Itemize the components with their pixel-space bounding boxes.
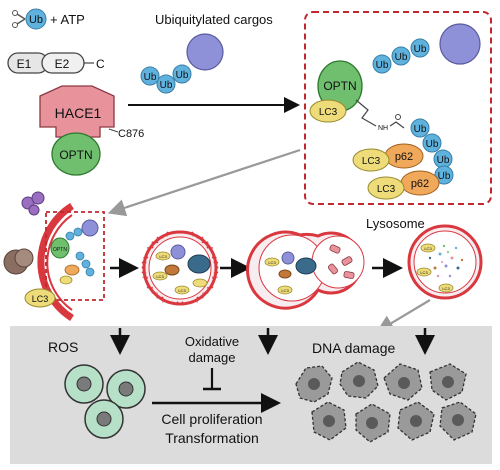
inset-lc3-3: [367, 176, 405, 200]
ubiquitylated-cargo: Ubiquitylated cargos Ub Ub Ub: [140, 12, 273, 94]
ub-atp-legend: Ub + ATP: [12, 8, 85, 30]
svg-text:LC3: LC3: [159, 254, 167, 259]
svg-text:Ub: Ub: [414, 44, 427, 55]
mitochondrion-icon: [187, 254, 211, 274]
svg-text:Ub: Ub: [438, 171, 451, 182]
svg-text:Ub: Ub: [144, 72, 157, 83]
phagophore-lc3: [24, 288, 56, 308]
c876-label: C876: [118, 128, 144, 140]
cell-proliferation-label: Cell proliferation: [161, 411, 262, 427]
ub-legend-label: Ub: [29, 14, 43, 26]
ros-label: ROS: [48, 339, 78, 355]
e2-cysteine-label: C: [96, 57, 105, 71]
autolysosome: Lysosome LC3 LC3: [246, 216, 425, 310]
phagophore: OPTN LC3: [3, 191, 105, 321]
svg-text:OPTN: OPTN: [323, 79, 356, 93]
svg-text:LC3: LC3: [420, 270, 428, 275]
svg-text:LC3: LC3: [442, 286, 450, 291]
svg-text:LC3: LC3: [32, 294, 49, 304]
oxidative-label-1: Oxidative: [185, 334, 239, 349]
autophagosome: LC3 LC3 LC3: [141, 229, 219, 307]
svg-text:Ub: Ub: [376, 60, 389, 71]
cargo-ub-1: [172, 64, 192, 84]
svg-text:OPTN: OPTN: [53, 247, 67, 253]
optn-shape: [51, 132, 101, 176]
transformation-label: Transformation: [165, 430, 259, 446]
nh-label: NH: [378, 125, 388, 132]
svg-text:LC3: LC3: [178, 288, 186, 293]
inset-lc3-2: [352, 148, 390, 172]
svg-text:LC3: LC3: [268, 260, 276, 265]
svg-text:Ub: Ub: [426, 139, 439, 150]
hace1-label: HACE1: [55, 105, 102, 121]
e2-label: E2: [55, 57, 70, 71]
zoom-arrow-lower: [376, 299, 431, 333]
svg-text:Ub: Ub: [437, 155, 450, 166]
svg-text:Ub: Ub: [176, 70, 189, 81]
thioester-linker: [355, 99, 377, 127]
svg-text:Ub: Ub: [395, 52, 408, 63]
transformed-cells: [295, 361, 477, 443]
svg-text:Ub: Ub: [414, 124, 427, 135]
svg-text:LC3: LC3: [377, 184, 396, 195]
lysosome-label: Lysosome: [366, 216, 425, 231]
svg-text:LC3: LC3: [424, 246, 432, 251]
svg-text:LC3: LC3: [362, 156, 381, 167]
inset-cargo: [439, 23, 481, 65]
ub-linkage-icon: [16, 13, 26, 25]
ub-icon: [25, 8, 47, 30]
hace1-complex: HACE1 C876 OPTN: [39, 85, 144, 176]
degradation-vesicle: LC3 LC3 LC3: [407, 224, 483, 300]
svg-text:LC3: LC3: [319, 107, 338, 118]
degraded-debris: [428, 244, 464, 278]
optn-label: OPTN: [59, 148, 92, 162]
phagophore-zoom-box: [45, 211, 105, 301]
healthy-cells: [64, 364, 146, 439]
cargo-ub-2: [156, 74, 176, 94]
cargo-protein: [186, 33, 224, 71]
svg-text:p62: p62: [395, 151, 413, 163]
cargo-ub-3: [140, 66, 160, 86]
zoom-arrow-upper: [107, 148, 301, 217]
hace1-shape: [39, 85, 115, 138]
recognition-inset: Ub Ub Ub OPTN LC3 NH Ub Ub Ub Ub p62 LC3…: [304, 11, 492, 205]
oxidative-label-2: damage: [189, 350, 236, 365]
outcomes-panel: ROS Oxidative damage DNA damage Cell pro…: [10, 326, 492, 464]
e1-e2-enzymes: E1 E2 C: [7, 52, 105, 74]
svg-text:p62: p62: [411, 178, 429, 190]
atp-label: + ATP: [50, 12, 85, 27]
dna-damage-label: DNA damage: [312, 340, 395, 356]
cargos-label: Ubiquitylated cargos: [155, 12, 273, 27]
inset-lc3-1: [309, 99, 347, 123]
svg-text:LC3: LC3: [156, 274, 164, 279]
svg-text:Ub: Ub: [160, 80, 173, 91]
e1-label: E1: [17, 57, 32, 71]
svg-text:LC3: LC3: [281, 288, 289, 293]
